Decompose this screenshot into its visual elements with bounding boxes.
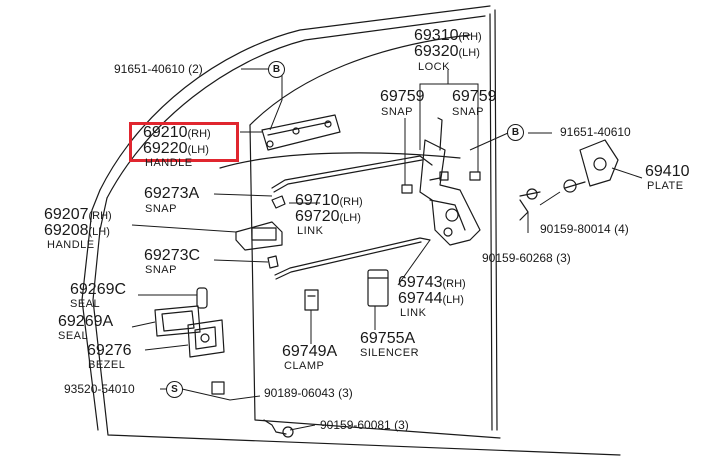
label-69320: 69320(LH) [414,43,480,60]
label-69276: 69276 [87,342,132,359]
label-69720: 69720(LH) [295,208,361,225]
label-90159-60268: 90159-60268 (3) [482,251,571,265]
label-69207: 69207(RH) [44,206,112,223]
label-69755a-name: SILENCER [360,347,420,359]
label-69273a-name: SNAP [145,203,177,215]
seal-bezel-drawing [154,287,225,358]
label-lower-link-name: LINK [400,307,427,319]
label-69220: 69220(LH) [143,140,209,157]
label-69269a: 69269A [58,313,114,330]
label-69210: 69210(RH) [143,124,211,141]
label-69759-right: 69759 [452,88,497,105]
label-69710: 69710(RH) [295,192,363,209]
label-69276-name: BEZEL [88,359,126,371]
highlight-box [129,122,239,162]
label-69410-name: PLATE [647,180,684,192]
label-69273c: 69273C [144,247,201,264]
label-inner-handle-name: HANDLE [47,239,95,251]
label-69273c-name: SNAP [145,264,177,276]
label-outer-handle-name: HANDLE [145,157,193,169]
label-upper-link-name: LINK [297,225,324,237]
upper-link-rod-drawing [271,155,433,193]
label-91651-40610-2: 91651-40610 (2) [114,62,203,76]
label-93520-54010: 93520-54010 [64,382,135,396]
leader-lines [131,68,643,431]
ref-b-circle-top: B [268,61,285,78]
ref-b-circle-right: B [507,124,524,141]
label-69759-left: 69759 [380,88,425,105]
label-69269a-name: SEAL [58,330,89,342]
label-91651-40610: 91651-40610 [560,125,631,139]
label-69744: 69744(LH) [398,290,464,307]
label-69273a: 69273A [144,185,200,202]
label-69743: 69743(RH) [398,274,466,291]
label-69759-right-name: SNAP [452,106,484,118]
label-69269c-name: SEAL [70,298,101,310]
label-69310: 69310(RH) [414,27,482,44]
label-69755a: 69755A [360,330,416,347]
label-lock-name: LOCK [418,61,450,73]
outside-handle-drawing [261,114,341,151]
label-69208: 69208(LH) [44,222,110,239]
label-90159-60081: 90159-60081 (3) [320,418,409,432]
label-90189-06043: 90189-06043 (3) [264,386,353,400]
lower-link-rod-drawing [274,237,431,280]
label-69410: 69410 [645,163,690,180]
label-90159-80014: 90159-80014 (4) [540,222,629,236]
label-69759-left-name: SNAP [381,106,413,118]
inside-handle-drawing [235,195,286,269]
label-69749a-name: CLAMP [284,360,325,372]
ref-s-circle: S [166,381,183,398]
label-69269c: 69269C [70,281,127,298]
door-panel-outline [81,5,621,456]
lock-assembly-drawing [401,117,481,246]
label-69749a: 69749A [282,343,338,360]
